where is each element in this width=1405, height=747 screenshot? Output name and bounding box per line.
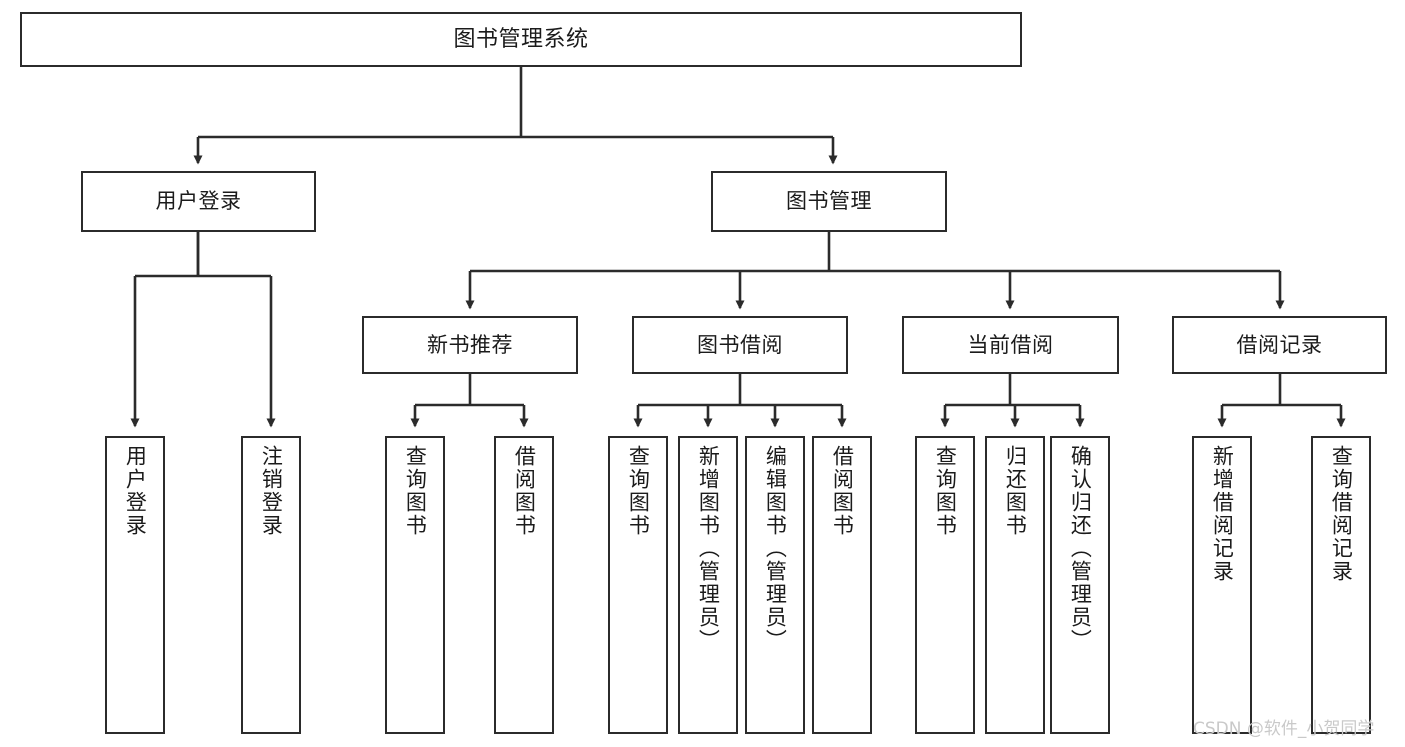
node-label: 借阅图书 bbox=[830, 445, 855, 537]
node-new-book-recommend[interactable]: 新书推荐 bbox=[362, 316, 578, 374]
node-label: 查询图书 bbox=[403, 445, 428, 537]
leaf-records-query-record[interactable]: 查询借阅记录 bbox=[1311, 436, 1371, 734]
leaf-borrow-borrow-book[interactable]: 借阅图书 bbox=[812, 436, 872, 734]
leaf-borrow-query-book[interactable]: 查询图书 bbox=[608, 436, 668, 734]
node-book-borrow[interactable]: 图书借阅 bbox=[632, 316, 848, 374]
node-label: 借阅记录 bbox=[1236, 332, 1323, 357]
node-borrow-records[interactable]: 借阅记录 bbox=[1172, 316, 1387, 374]
leaf-current-return-book[interactable]: 归还图书 bbox=[985, 436, 1045, 734]
csdn-watermark: CSDN @软件_小贺同学 bbox=[1193, 719, 1375, 739]
node-root-system[interactable]: 图书管理系统 bbox=[20, 12, 1022, 67]
leaf-borrow-add-book[interactable]: 新增图书（管理员） bbox=[678, 436, 738, 734]
leaf-user-login-signout[interactable]: 注销登录 bbox=[241, 436, 301, 734]
node-current-borrow[interactable]: 当前借阅 bbox=[902, 316, 1119, 374]
node-label: 借阅图书 bbox=[512, 445, 537, 537]
node-label: 编辑图书（管理员） bbox=[763, 445, 788, 652]
node-label: 查询借阅记录 bbox=[1329, 445, 1354, 583]
leaf-new-books-query[interactable]: 查询图书 bbox=[385, 436, 445, 734]
leaf-current-confirm-return[interactable]: 确认归还（管理员） bbox=[1050, 436, 1110, 734]
node-label: 归还图书 bbox=[1003, 445, 1028, 537]
node-label: 注销登录 bbox=[259, 445, 284, 537]
leaf-user-login-signin[interactable]: 用户登录 bbox=[105, 436, 165, 734]
node-book-management[interactable]: 图书管理 bbox=[711, 171, 947, 232]
node-label: 确认归还（管理员） bbox=[1068, 445, 1093, 652]
node-label: 当前借阅 bbox=[967, 332, 1054, 357]
node-user-login[interactable]: 用户登录 bbox=[81, 171, 316, 232]
node-label: 图书管理系统 bbox=[453, 26, 589, 52]
node-label: 用户登录 bbox=[123, 445, 148, 537]
node-label: 新书推荐 bbox=[427, 332, 513, 357]
leaf-new-books-borrow[interactable]: 借阅图书 bbox=[494, 436, 554, 734]
leaf-records-add-record[interactable]: 新增借阅记录 bbox=[1192, 436, 1252, 734]
node-label: 查询图书 bbox=[626, 445, 651, 537]
node-label: 新增借阅记录 bbox=[1210, 445, 1235, 583]
leaf-borrow-edit-book[interactable]: 编辑图书（管理员） bbox=[745, 436, 805, 734]
node-label: 新增图书（管理员） bbox=[696, 445, 721, 652]
leaf-current-query-book[interactable]: 查询图书 bbox=[915, 436, 975, 734]
node-label: 用户登录 bbox=[155, 189, 242, 214]
node-label: 图书借阅 bbox=[697, 332, 783, 357]
node-label: 查询图书 bbox=[933, 445, 958, 537]
node-label: 图书管理 bbox=[786, 189, 872, 214]
